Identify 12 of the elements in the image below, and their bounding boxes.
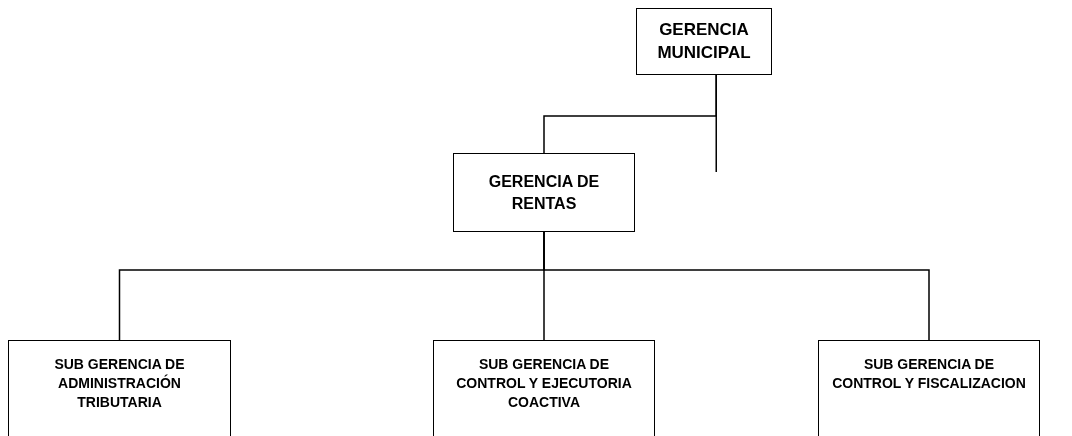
org-box (818, 340, 1040, 436)
box-title: GERENCIA DE RENTAS (487, 171, 601, 214)
box-title: GERENCIA MUNICIPAL (656, 18, 752, 64)
connector-line (543, 231, 930, 341)
connector-line (715, 74, 717, 173)
box-title: SUB GERENCIA DE ADMINISTRACIÓN TRIBUTARIA (53, 355, 186, 412)
box-title: SUB GERENCIA DE CONTROL Y FISCALIZACION (831, 355, 1027, 393)
org-box (636, 8, 772, 75)
box-title: SUB GERENCIA DE CONTROL Y EJECUTORIA COACTIVA (455, 355, 633, 412)
org-box (433, 340, 655, 436)
org-box (8, 340, 231, 436)
org-box (453, 153, 635, 232)
